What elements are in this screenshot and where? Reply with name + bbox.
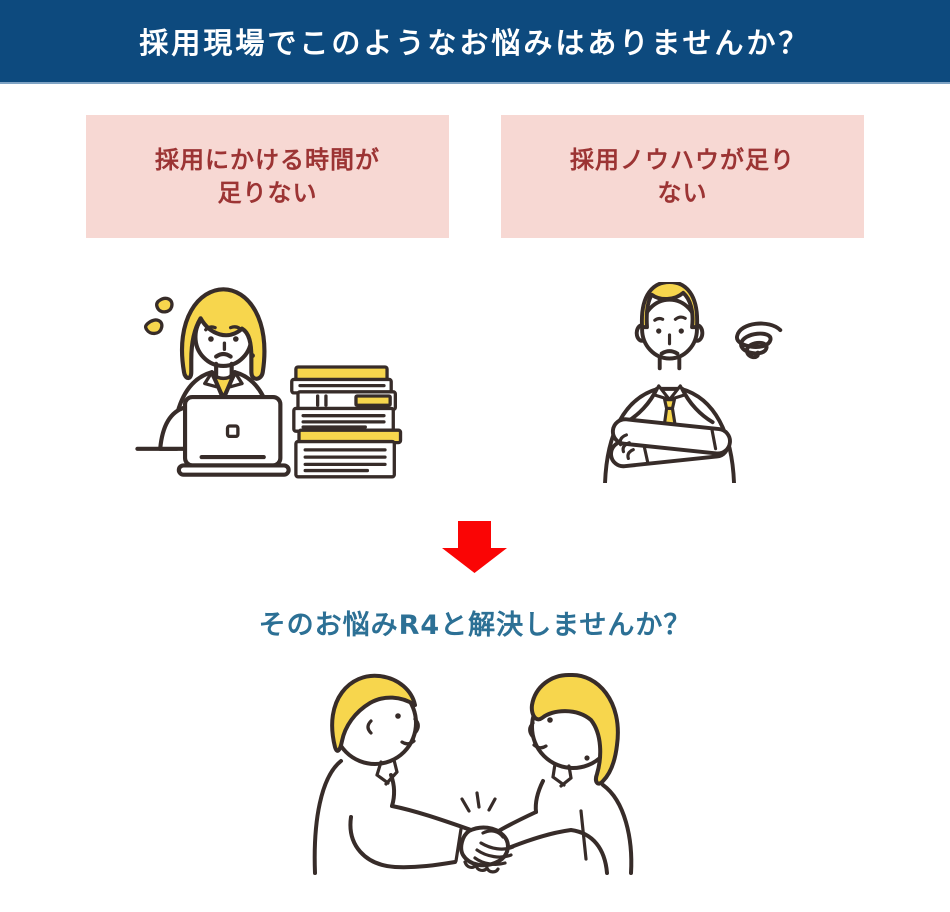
handshake-illustration	[312, 672, 634, 875]
main-content: 採用にかける時間が 足りない 採用ノウハウが足り ない	[0, 115, 950, 904]
man-hair	[330, 673, 417, 753]
page-title: 採用現場でこのようなお悩みはありませんか？	[139, 26, 811, 60]
handshake-row	[0, 659, 950, 904]
earring	[249, 353, 255, 359]
swirl-scribble-icon	[735, 321, 783, 360]
sweat-drops-icon	[143, 296, 174, 336]
down-arrow-icon	[442, 521, 507, 573]
illustration-col-right	[475, 282, 950, 483]
illustrations-row	[0, 281, 950, 483]
book-stack-icon	[290, 365, 403, 479]
confused-man-illustration	[603, 282, 783, 483]
laptop-icon	[176, 394, 291, 477]
clasped-hands	[459, 825, 515, 874]
earring	[584, 755, 590, 761]
hair	[180, 287, 267, 381]
crossed-arms	[609, 417, 732, 469]
problems-row: 採用にかける時間が 足りない 採用ノウハウが足り ない	[0, 115, 950, 238]
woman-hair	[529, 672, 620, 786]
sparkle-icon	[460, 791, 497, 813]
problem-card-knowhow: 採用ノウハウが足り ない	[501, 115, 864, 238]
illustration-col-left	[0, 281, 475, 483]
problem-card-time: 採用にかける時間が 足りない	[86, 115, 449, 238]
problem-knowhow-line1: 採用ノウハウが足り	[570, 146, 795, 175]
problem-knowhow-line2: ない	[657, 178, 708, 207]
overworked-woman-illustration	[135, 287, 403, 479]
problem-time-line1: 採用にかける時間が	[155, 146, 380, 175]
problem-time-line2: 足りない	[217, 178, 318, 207]
problem-text-knowhow: 採用ノウハウが足り ない	[570, 144, 795, 209]
arrow-row	[0, 521, 950, 573]
hair	[640, 282, 700, 330]
header-banner: 採用現場でこのようなお悩みはありませんか？	[0, 0, 950, 84]
problem-text-time: 採用にかける時間が 足りない	[155, 144, 380, 209]
solution-heading: そのお悩みR4と解決しませんか？	[258, 610, 692, 641]
